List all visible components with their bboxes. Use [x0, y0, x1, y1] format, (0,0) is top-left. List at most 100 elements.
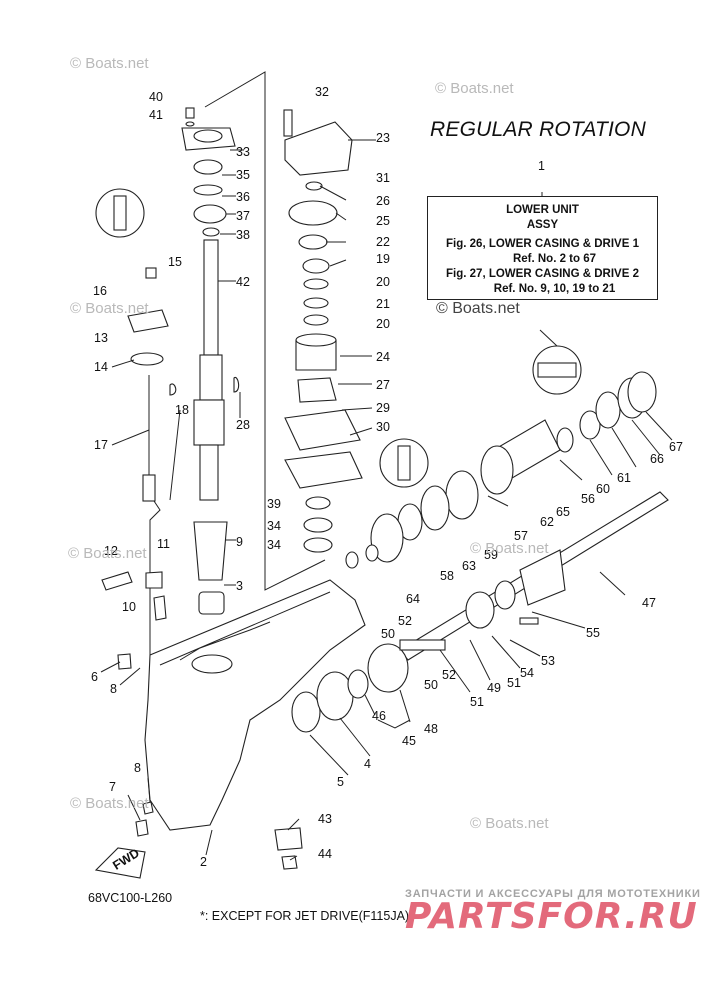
callout-23: 23	[376, 131, 390, 145]
watermark: © Boats.net	[68, 545, 147, 562]
callout-19: 19	[376, 252, 390, 266]
callout-8b: 8	[134, 761, 141, 775]
callout-61: 61	[617, 471, 631, 485]
callout-62: 62	[540, 515, 554, 529]
nut-part-44	[281, 855, 298, 870]
ref-line-1: LOWER UNIT	[506, 204, 579, 216]
footnote: *: EXCEPT FOR JET DRIVE(F115JA)	[200, 909, 410, 923]
inset-detail-1	[95, 188, 145, 238]
callout-49: 49	[487, 681, 501, 695]
callout-57: 57	[514, 529, 528, 543]
callout-4: 4	[364, 757, 371, 771]
callout-11: 11	[157, 537, 170, 551]
lower-casing	[144, 579, 366, 831]
propeller-shaft-assembly	[345, 329, 669, 661]
callout-10: 10	[122, 600, 136, 614]
sleeve-part-9	[193, 521, 228, 581]
callout-12: 12	[104, 544, 118, 558]
callout-34a: 34	[267, 519, 281, 533]
screw-6	[117, 653, 132, 670]
callout-43: 43	[318, 812, 332, 826]
pinion-gear-43	[274, 827, 303, 851]
bolt-part-10	[153, 595, 167, 621]
diagram-code: 68VC100-L260	[88, 891, 173, 905]
callout-8a: 8	[110, 682, 117, 696]
water-pump-stack	[283, 109, 363, 553]
bolt-part-12	[101, 571, 133, 591]
callout-7: 7	[109, 780, 116, 794]
watermark: © Boats.net	[436, 300, 520, 317]
callout-1: 1	[538, 159, 545, 173]
callout-50a: 50	[381, 627, 395, 641]
ref-line-2: ASSY	[526, 219, 559, 231]
callout-24: 24	[376, 350, 390, 364]
ref-line-3: Fig. 26, LOWER CASING & DRIVE 1	[446, 238, 639, 250]
callout-63: 63	[462, 559, 476, 573]
shift-rod-part-11	[145, 571, 163, 589]
ref-line-4: Ref. No. 2 to 67	[512, 253, 597, 265]
callout-60: 60	[596, 482, 610, 496]
ref-line-5: Fig. 27, LOWER CASING & DRIVE 2	[446, 268, 639, 280]
callout-15: 15	[168, 255, 182, 269]
watermark: © Boats.net	[70, 55, 149, 72]
brand-logo: ЗАПЧАСТИ И АКСЕССУАРЫ ДЛЯ МОТОТЕХНИКИ PA…	[405, 888, 705, 937]
watermark: © Boats.net	[470, 815, 549, 832]
leader-lines	[100, 139, 673, 861]
callout-30: 30	[376, 420, 390, 434]
callout-38: 38	[236, 228, 250, 242]
callout-20a: 20	[376, 275, 390, 289]
callout-48: 48	[424, 722, 438, 736]
callout-25: 25	[376, 214, 390, 228]
callout-47: 47	[642, 596, 656, 610]
callout-35: 35	[236, 168, 250, 182]
watermark: © Boats.net	[70, 300, 149, 317]
callout-34b: 34	[267, 538, 281, 552]
callout-16: 16	[93, 284, 107, 298]
callout-32: 32	[315, 85, 329, 99]
callout-54: 54	[520, 666, 534, 680]
callout-22: 22	[376, 235, 390, 249]
callout-66: 66	[650, 452, 664, 466]
callout-44: 44	[318, 847, 332, 861]
callout-67: 67	[669, 440, 683, 454]
callout-39: 39	[267, 497, 281, 511]
callout-46: 46	[372, 709, 386, 723]
watermark: © Boats.net	[70, 795, 149, 812]
diagram-title: REGULAR ROTATION	[430, 118, 646, 141]
forward-arrow: FWD	[94, 846, 146, 879]
callout-2: 2	[200, 855, 207, 869]
watermark: © Boats.net	[470, 540, 549, 557]
callout-56: 56	[581, 492, 595, 506]
callout-33: 33	[236, 145, 250, 159]
callout-58: 58	[440, 569, 454, 583]
callout-59: 59	[484, 548, 498, 562]
callout-29: 29	[376, 401, 390, 415]
callout-26: 26	[376, 194, 390, 208]
callout-5: 5	[337, 775, 344, 789]
drive-shaft	[193, 239, 225, 501]
callout-50b: 50	[424, 678, 438, 692]
reference-box: LOWER UNIT ASSY Fig. 26, LOWER CASING & …	[427, 196, 658, 300]
callout-13: 13	[94, 331, 108, 345]
callout-55: 55	[586, 626, 600, 640]
casing-bore	[191, 654, 233, 674]
watermark: © Boats.net	[435, 80, 514, 97]
callout-31: 31	[376, 171, 390, 185]
callout-53: 53	[541, 654, 555, 668]
callout-28: 28	[236, 418, 250, 432]
callout-18: 18	[175, 403, 189, 417]
ref-line-6: Ref. No. 9, 10, 19 to 21	[493, 283, 616, 295]
gasket-8	[142, 801, 154, 815]
brand-subtitle: ЗАПЧАСТИ И АКСЕССУАРЫ ДЛЯ МОТОТЕХНИКИ	[405, 888, 701, 900]
inset-detail-3	[532, 345, 582, 395]
callout-14: 14	[94, 360, 108, 374]
callout-21: 21	[376, 297, 390, 311]
drain-screw-7	[135, 819, 149, 837]
callout-45: 45	[402, 734, 416, 748]
gear-stack	[291, 639, 446, 733]
callout-52a: 52	[398, 614, 412, 628]
shaft-bearing-stack	[181, 107, 236, 237]
inset-detail-2	[379, 438, 429, 488]
callout-51a: 51	[507, 676, 521, 690]
